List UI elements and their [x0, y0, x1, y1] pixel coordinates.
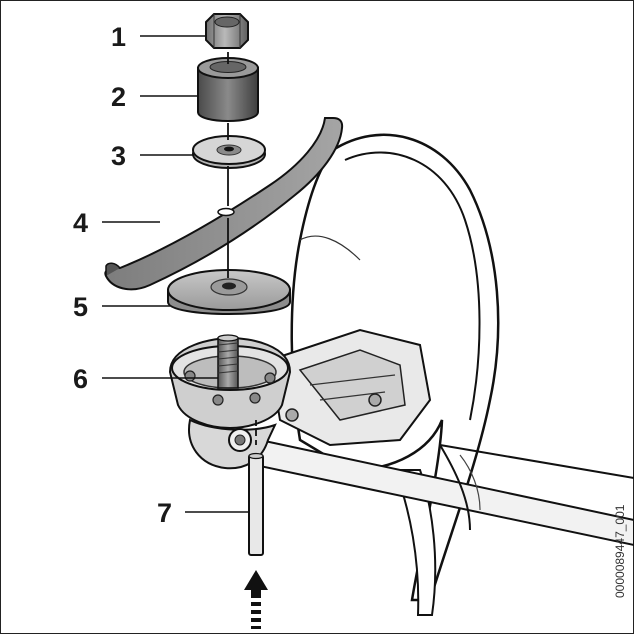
callout-2: 2	[111, 82, 126, 112]
threaded-shaft	[217, 334, 239, 389]
locking-pin	[248, 420, 264, 556]
callout-1: 1	[111, 22, 126, 52]
sleeve	[197, 57, 259, 122]
callout-4: 4	[73, 208, 88, 238]
insert-arrow-icon	[244, 570, 268, 629]
gear-head	[168, 336, 292, 470]
callout-6: 6	[73, 364, 88, 394]
callout-3: 3	[111, 141, 126, 171]
blade	[104, 117, 344, 291]
nut	[205, 13, 249, 49]
callout-7: 7	[157, 498, 172, 528]
bolt-icon	[368, 393, 382, 407]
leader-lines	[102, 35, 249, 513]
washer	[192, 135, 266, 169]
thrust-plate	[167, 269, 291, 315]
bolt-icon	[285, 408, 299, 422]
guard-housing	[268, 133, 500, 616]
figure-code: 0000089447_001	[613, 504, 627, 598]
callout-5: 5	[73, 292, 88, 322]
